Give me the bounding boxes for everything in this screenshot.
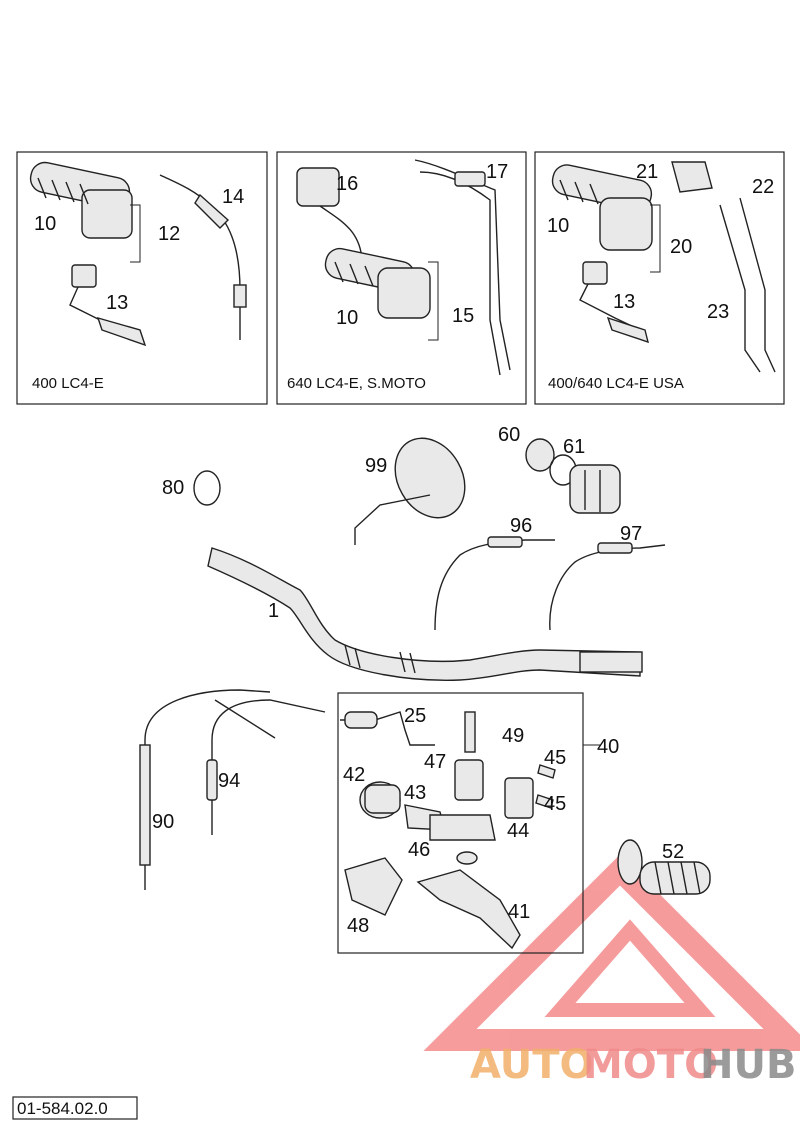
switch-16 (296, 167, 340, 207)
throttle-cables-22-23 (719, 197, 776, 373)
cable-97 (549, 542, 666, 631)
callout-80: 80 (162, 477, 184, 499)
callout-15: 15 (452, 305, 474, 327)
throttle-cable-14 (159, 174, 247, 340)
callout-44: 44 (507, 820, 529, 842)
throttle-grip-usa (551, 164, 653, 251)
callout-21: 21 (636, 161, 658, 183)
cable-94 (206, 699, 326, 835)
cable-guide-13 (69, 264, 147, 347)
handlebar-1 (207, 547, 643, 681)
callout-1: 1 (268, 600, 279, 622)
callout-10: 10 (336, 307, 358, 329)
panel-caption-3: 400/640 LC4-E USA (548, 375, 684, 392)
callout-46: 46 (408, 839, 430, 861)
callout-41: 41 (508, 901, 530, 923)
panel-640-lc4-e-smoto: 16 17 10 15 640 LC4-E, S.MOTO (276, 151, 527, 405)
callout-96: 96 (510, 515, 532, 537)
throttle-grip (29, 161, 133, 239)
panel-400-640-lc4-e-usa: 21 22 10 20 13 23 400/640 LC4-E USA (534, 151, 785, 405)
callout-10: 10 (34, 213, 56, 235)
cable-tie-80 (193, 470, 221, 506)
watermark-logo (423, 854, 800, 1051)
callout-99: 99 (365, 455, 387, 477)
callout-61: 61 (563, 436, 585, 458)
callout-13: 13 (613, 291, 635, 313)
reference-box (12, 1096, 138, 1120)
callout-94: 94 (218, 770, 240, 792)
callout-12: 12 (158, 223, 180, 245)
clutch-parts-60-61 (525, 438, 621, 514)
callout-48: 48 (347, 915, 369, 937)
callout-60: 60 (498, 424, 520, 446)
reference-number: 01-584.02.0 (17, 1099, 108, 1118)
panel-400-lc4-e: 10 12 14 13 400 LC4-E (16, 151, 268, 405)
callout-52: 52 (662, 841, 684, 863)
callout-40: 40 (597, 736, 619, 758)
callout-14: 14 (222, 186, 244, 208)
watermark-text-moto: MOTO (583, 1042, 718, 1088)
callout-42: 42 (343, 764, 365, 786)
callout-90: 90 (152, 811, 174, 833)
watermark-text-auto: AUTO (470, 1042, 594, 1088)
cable-96 (434, 536, 555, 631)
panel-caption-2: 640 LC4-E, S.MOTO (287, 375, 426, 392)
callout-23: 23 (707, 301, 729, 323)
throttle-grip-640 (324, 247, 431, 319)
callout-45: 45 (544, 793, 566, 815)
throttle-cables-17 (414, 159, 511, 376)
mirror-99 (354, 437, 466, 545)
callout-17: 17 (486, 161, 508, 183)
callout-47: 47 (424, 751, 446, 773)
callout-45: 45 (544, 747, 566, 769)
callout-16: 16 (336, 173, 358, 195)
callout-13: 13 (106, 292, 128, 314)
cable-guide-13-usa (579, 261, 649, 344)
callout-43: 43 (404, 782, 426, 804)
cable-90 (139, 689, 271, 890)
lever-assembly-40 (337, 692, 600, 954)
callout-49: 49 (502, 725, 524, 747)
callout-10: 10 (547, 215, 569, 237)
callout-20: 20 (670, 236, 692, 258)
callout-22: 22 (752, 176, 774, 198)
callout-97: 97 (620, 523, 642, 545)
callout-25: 25 (404, 705, 426, 727)
grip-52 (617, 839, 711, 895)
cover-21 (671, 161, 713, 193)
watermark-text-hub: HUB (700, 1042, 796, 1088)
panel-caption-1: 400 LC4-E (32, 375, 104, 392)
